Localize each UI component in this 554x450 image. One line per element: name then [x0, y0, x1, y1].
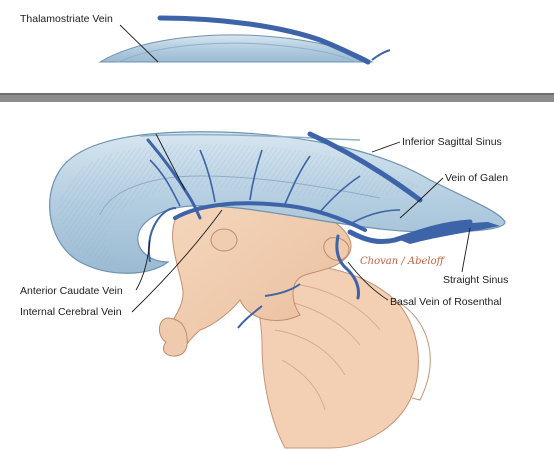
inset-ventricle-rim: [117, 42, 357, 63]
thalamostriate-vein-leader: [119, 24, 159, 63]
inset-ventricle: [98, 34, 374, 63]
vein-of-galen-leader: [399, 177, 444, 219]
section-divider: [0, 93, 554, 102]
cerebellum-edge: [394, 299, 431, 401]
thalamostriate-vein-leader-main: [155, 133, 186, 191]
anterior-caudate-vein-label: Anterior Caudate Vein: [20, 285, 123, 297]
falx-edge: [139, 133, 361, 141]
vein-of-galen-vessel: [347, 219, 473, 245]
vein-of-galen-label: Vein of Galen: [445, 172, 508, 184]
internal-cerebral-vein-label: Internal Cerebral Vein: [20, 306, 122, 318]
inferior-sagittal-sinus-leader: [371, 141, 401, 153]
inferior-sagittal-sinus-vessel: [307, 131, 423, 203]
top-inset: Thalamostriate Vein: [20, 13, 391, 65]
section-divider-shadow: [0, 93, 554, 95]
internal-cerebral-vein-vessel: [173, 201, 367, 232]
ventricle-inner-wall: [99, 175, 381, 216]
main-illustration: Chovan / Abeloff Inferior Sagittal Sinus…: [20, 131, 508, 449]
thalamostriate-vein-vessel: [146, 138, 202, 220]
basal-vein-of-rosenthal-leader: [347, 261, 389, 301]
basal-vein-branches: [237, 283, 301, 329]
basal-vein-of-rosenthal-vessel: [335, 234, 360, 300]
subependymal-veins: [149, 149, 401, 225]
ventricle-texture: [59, 143, 421, 266]
internal-cerebral-vein-leader: [131, 209, 223, 313]
thalamic-nucleus: [210, 228, 238, 252]
straight-sinus-leader: [461, 227, 471, 273]
thalamostriate-vein-label: Thalamostriate Vein: [20, 13, 113, 25]
artist-signature: Chovan / Abeloff: [360, 256, 446, 267]
inset-vein: [157, 15, 371, 65]
straight-sinus-vessel: [395, 222, 500, 244]
brainstem-folds: [274, 284, 381, 411]
anterior-caudate-vein-leader: [135, 239, 151, 291]
pituitary: [159, 317, 188, 357]
inset-vein-branch: [371, 49, 391, 61]
basal-vein-of-rosenthal-label: Basal Vein of Rosenthal: [390, 296, 502, 308]
inferior-sagittal-sinus-label: Inferior Sagittal Sinus: [402, 136, 502, 148]
straight-sinus-label: Straight Sinus: [443, 274, 508, 286]
anterior-caudate-vein-vessel: [147, 207, 177, 263]
